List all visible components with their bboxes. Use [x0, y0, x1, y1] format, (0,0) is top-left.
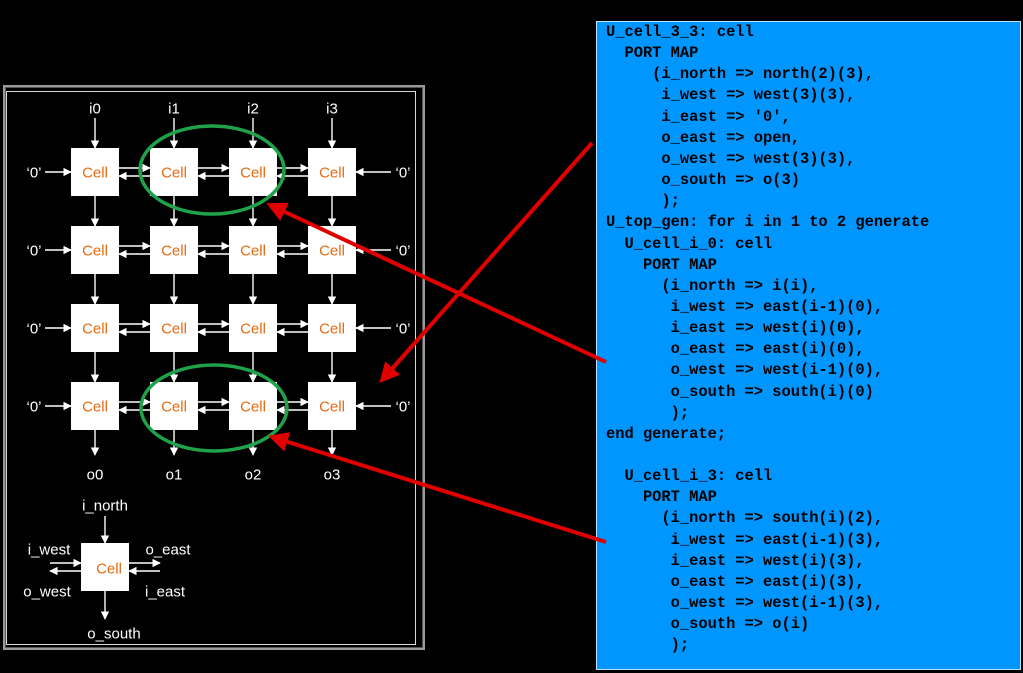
cell-label: Cell: [161, 321, 187, 338]
zero-label-left: ‘0’: [26, 399, 41, 416]
code-line: o_south => o(i): [606, 615, 810, 634]
code-line: U_cell_i_3: cell: [606, 467, 773, 486]
cell-label: Cell: [82, 165, 108, 182]
output-label: o3: [324, 467, 341, 484]
legend-cell-label: Cell: [96, 561, 122, 578]
cell-box: [71, 382, 119, 430]
code-line: );: [606, 636, 690, 655]
code-line: );: [606, 403, 690, 422]
code-line: o_east => east(i)(0),: [606, 340, 865, 359]
code-line: PORT MAP: [606, 255, 717, 274]
cell-box: [150, 148, 198, 196]
input-label: i1: [168, 101, 180, 118]
cell-label: Cell: [82, 243, 108, 260]
zero-label-left: ‘0’: [26, 321, 41, 338]
cell-label: Cell: [82, 399, 108, 416]
cell-label: Cell: [161, 399, 187, 416]
cell-label: Cell: [319, 243, 345, 260]
highlight-ellipse-bottom: [139, 363, 289, 453]
code-line: o_south => south(i)(0): [606, 382, 874, 401]
cell-box: [229, 382, 277, 430]
legend-east-in-label: i_east: [145, 584, 186, 601]
legend-cell-box: [81, 543, 129, 591]
code-line: o_west => west(i-1)(0),: [606, 361, 884, 380]
output-label: o0: [87, 467, 104, 484]
code-line: o_east => east(i)(3),: [606, 572, 865, 591]
code-line: o_west => west(3)(3),: [606, 149, 856, 168]
legend-east-out-label: o_east: [145, 542, 191, 559]
cell-box: [308, 382, 356, 430]
code-line: U_cell_i_0: cell: [606, 234, 773, 253]
code-line: i_east => west(i)(0),: [606, 319, 865, 338]
cell-box: [71, 226, 119, 274]
zero-label-right: ‘0’: [395, 399, 410, 416]
code-line: (i_north => north(2)(3),: [606, 65, 874, 84]
cell-label: Cell: [319, 321, 345, 338]
zero-label-left: ‘0’: [26, 243, 41, 260]
cell-label: Cell: [161, 243, 187, 260]
code-line: i_west => east(i-1)(3),: [606, 530, 884, 549]
legend-south-label: o_south: [87, 626, 140, 643]
cell-box: [150, 304, 198, 352]
highlight-ellipse-top: [138, 124, 286, 216]
code-line: o_west => west(i-1)(3),: [606, 594, 884, 613]
legend-west-out-label: o_west: [23, 584, 71, 601]
code-line: (i_north => south(i)(2),: [606, 509, 884, 528]
cell-box: [229, 148, 277, 196]
cell-label: Cell: [319, 399, 345, 416]
cell-label: Cell: [319, 165, 345, 182]
cell-box: [229, 226, 277, 274]
code-line: PORT MAP: [606, 44, 699, 63]
vhdl-code-panel: U_cell_3_3: cell PORT MAP (i_north => no…: [596, 21, 1021, 670]
output-label: o1: [166, 467, 183, 484]
legend-north-label: i_north: [82, 498, 128, 515]
code-line: (i_north => i(i),: [606, 276, 819, 295]
zero-label-right: ‘0’: [395, 165, 410, 182]
input-label: i2: [247, 101, 259, 118]
cell-label: Cell: [240, 165, 266, 182]
cell-label: Cell: [240, 243, 266, 260]
code-line: i_east => west(i)(3),: [606, 551, 865, 570]
cell-box: [71, 304, 119, 352]
code-line: i_east => '0',: [606, 107, 791, 126]
cell-label: Cell: [161, 165, 187, 182]
code-line: o_south => o(3): [606, 171, 800, 190]
cell-box: [71, 148, 119, 196]
code-line: U_cell_3_3: cell: [606, 23, 754, 41]
code-line: );: [606, 192, 680, 211]
code-line: i_west => west(3)(3),: [606, 86, 856, 105]
code-line: end generate;: [606, 424, 727, 443]
cell-box: [229, 304, 277, 352]
cell-label: Cell: [82, 321, 108, 338]
cell-label: Cell: [240, 321, 266, 338]
cell-label: Cell: [240, 399, 266, 416]
code-line: o_east => open,: [606, 128, 800, 147]
zero-label-right: ‘0’: [395, 243, 410, 260]
input-label: i3: [326, 101, 338, 118]
code-line: i_west => east(i-1)(0),: [606, 297, 884, 316]
cell-box: [150, 382, 198, 430]
zero-label-right: ‘0’: [395, 321, 410, 338]
code-line: U_top_gen: for i in 1 to 2 generate: [606, 213, 930, 232]
cell-box: [308, 148, 356, 196]
zero-label-left: ‘0’: [26, 165, 41, 182]
code-line: PORT MAP: [606, 488, 717, 507]
input-label: i0: [89, 101, 101, 118]
cell-box: [150, 226, 198, 274]
legend-west-in-label: i_west: [28, 542, 71, 559]
output-label: o2: [245, 467, 262, 484]
